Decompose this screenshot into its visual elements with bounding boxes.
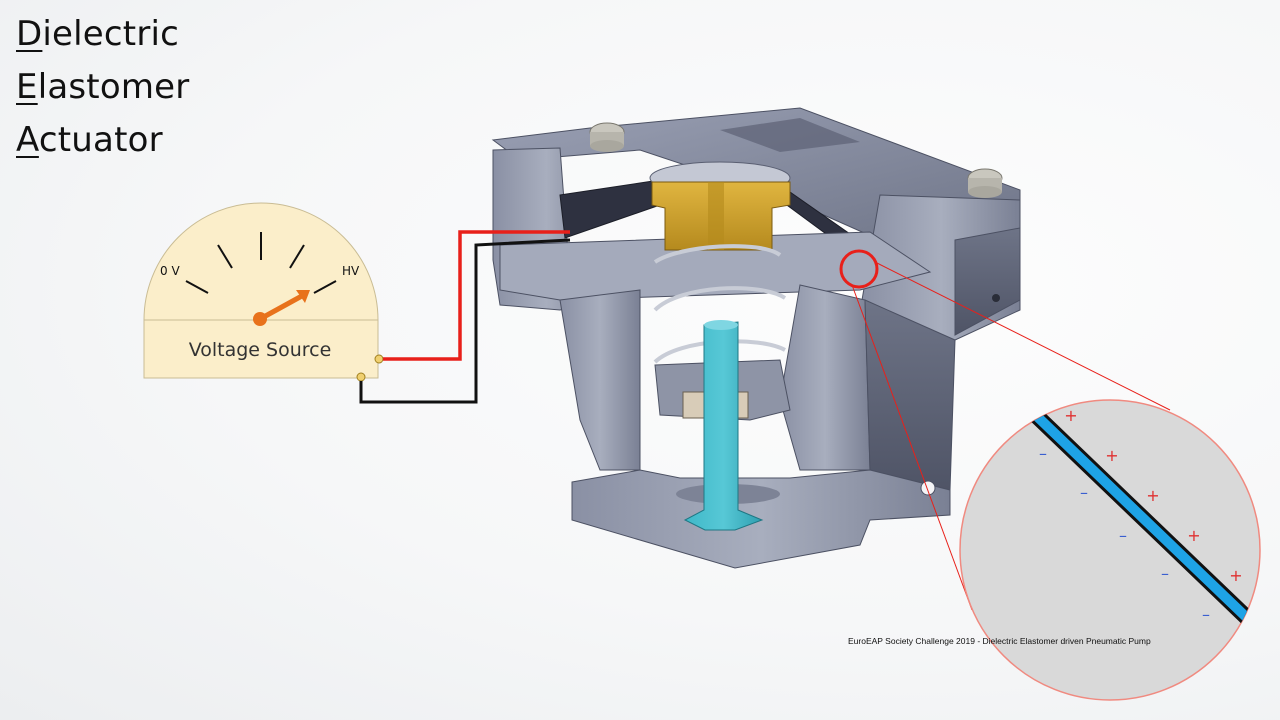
valve-stem [683, 321, 764, 531]
title-line-elastomer: Elastomer [16, 67, 189, 107]
negative-charge-sign: – [1080, 483, 1088, 502]
elastomer-membrane-left [559, 179, 661, 239]
membrane-cross-section [1016, 400, 1260, 644]
title-rest-dielectric: ielectric [42, 14, 180, 54]
meter-needle [253, 290, 310, 326]
title-initial-a: A [16, 120, 39, 160]
title-line-dielectric: Dielectric [16, 14, 179, 54]
pump-cross-section [491, 107, 1021, 569]
charge-markers: +++++––––– [1039, 406, 1243, 624]
terminal-negative [356, 372, 366, 382]
title-rest-actuator: ctuator [38, 120, 163, 160]
positive-charge-sign: + [1146, 486, 1159, 505]
positive-charge-sign: + [1229, 566, 1242, 585]
negative-charge-sign: – [1119, 526, 1127, 545]
title-line-actuator: Actuator [16, 120, 163, 160]
voltage-meter: 0 V HV Voltage Source [143, 202, 384, 382]
zoom-connector-top [874, 261, 1171, 411]
meter-ticks [185, 232, 337, 294]
zoom-connector-bottom [851, 284, 973, 611]
positive-charge-sign: + [1187, 526, 1200, 545]
title-initial-e: E [16, 67, 38, 107]
positive-charge-sign: + [1064, 406, 1077, 425]
title-rest-elastomer: lastomer [37, 67, 190, 107]
negative-charge-sign: – [1202, 605, 1210, 624]
zoom-detail-circle [959, 399, 1261, 701]
negative-charge-sign: – [1161, 564, 1169, 583]
screw-icon [589, 122, 625, 152]
wire-positive [383, 230, 570, 361]
title-initial-d: D [16, 14, 43, 54]
screw-icon [967, 168, 1003, 198]
negative-charge-sign: – [1039, 444, 1047, 463]
terminal-positive [374, 354, 384, 364]
meter-min-label: 0 V [160, 264, 180, 278]
pump-base [571, 469, 951, 569]
pump-support-left [559, 289, 641, 471]
wire-negative [359, 238, 571, 404]
pump-lid-slot [720, 118, 860, 152]
positive-charge-sign: + [1105, 446, 1118, 465]
meter-face [143, 202, 379, 379]
video-caption: EuroEAP Society Challenge 2019 - Dielect… [848, 636, 1151, 646]
pump-support-right [779, 284, 871, 471]
zoom-source-circle [839, 249, 879, 289]
meter-title: Voltage Source [189, 339, 332, 361]
meter-max-label: HV [342, 264, 360, 278]
